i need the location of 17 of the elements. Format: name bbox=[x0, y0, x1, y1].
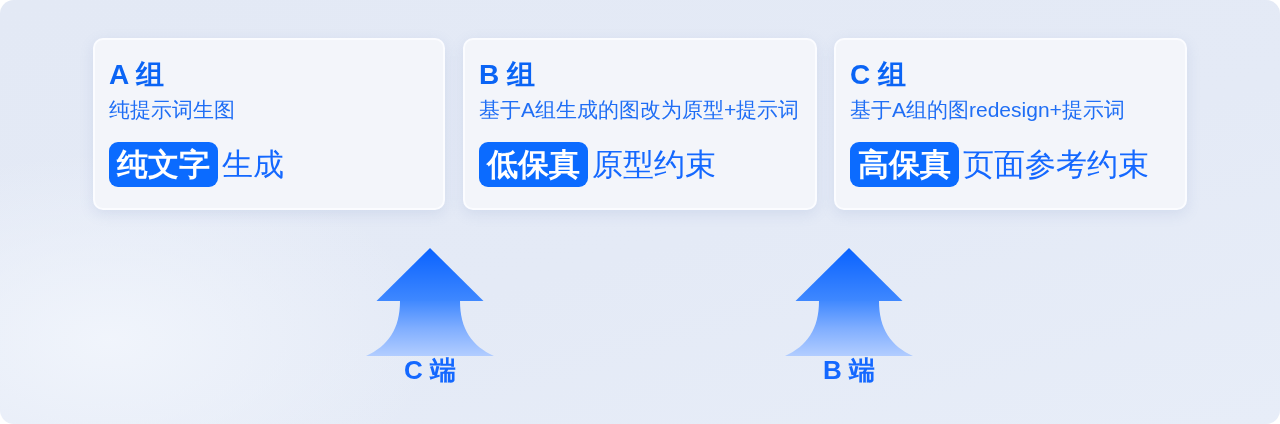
highlight-tag: 高保真 bbox=[850, 142, 959, 187]
card-title: C 组 bbox=[850, 59, 906, 91]
group-card bbox=[93, 38, 445, 210]
group-card bbox=[834, 38, 1187, 210]
constraint-text: 生成 bbox=[222, 145, 284, 184]
group-card bbox=[463, 38, 817, 210]
card-subtitle: 基于A组生成的图改为原型+提示词 bbox=[479, 98, 800, 122]
card-title: B 组 bbox=[479, 59, 535, 91]
constraint-text: 页面参考约束 bbox=[963, 145, 1149, 184]
highlight-tag: 纯文字 bbox=[109, 142, 218, 187]
arrow-caption: B 端 bbox=[823, 356, 875, 384]
highlight-tag: 低保真 bbox=[479, 142, 588, 187]
arrow-caption: C 端 bbox=[404, 356, 456, 384]
card-title: A 组 bbox=[109, 59, 164, 91]
constraint-text: 原型约束 bbox=[592, 145, 716, 184]
card-subtitle: 基于A组的图redesign+提示词 bbox=[850, 98, 1125, 122]
card-subtitle: 纯提示词生图 bbox=[109, 98, 235, 122]
